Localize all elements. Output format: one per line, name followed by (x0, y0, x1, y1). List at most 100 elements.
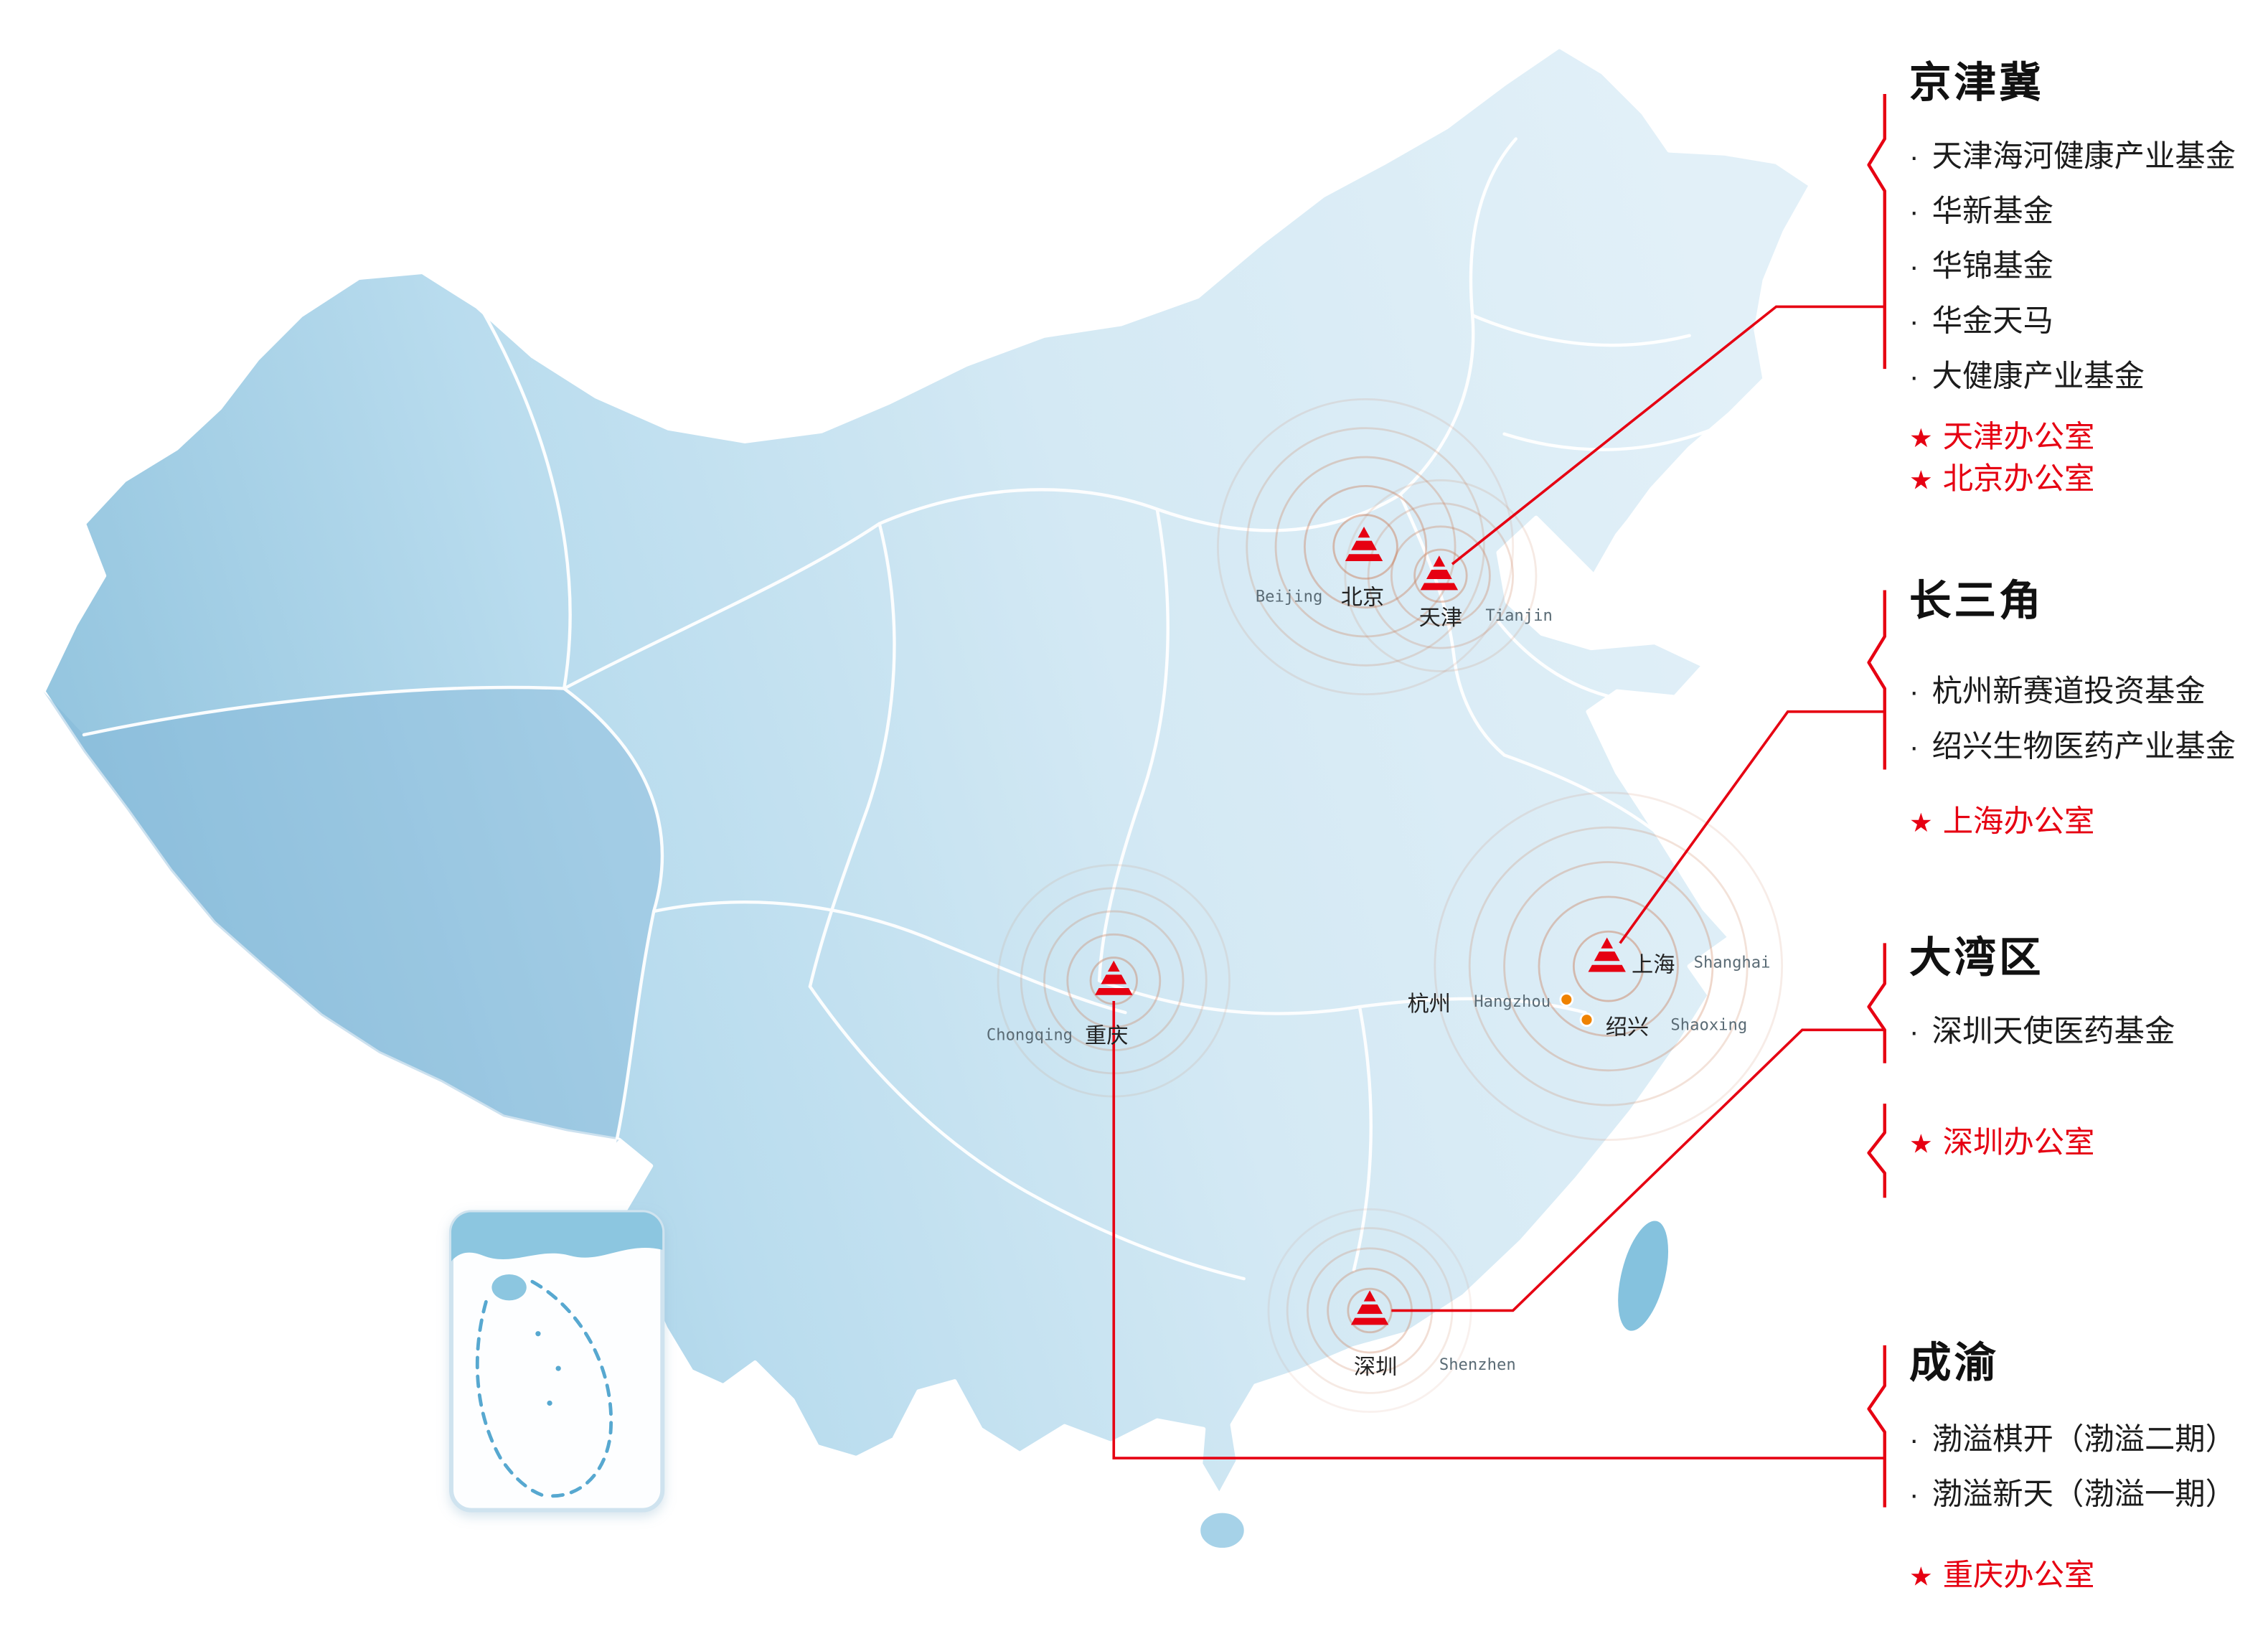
fund-list: · 渤溢棋开（渤溢二期） · 渤溢新天（渤溢一期） (1909, 1414, 2265, 1523)
fund-label: 华金天马 (1931, 305, 2053, 339)
bullet-icon: · (1909, 197, 1919, 229)
nine-dash-line (475, 1279, 613, 1498)
city-label-beijing-cn: 北京 (1340, 587, 1385, 611)
section-brackets (1867, 94, 1886, 1508)
bullet-icon: · (1909, 677, 1919, 709)
bullet-icon: · (1909, 361, 1919, 394)
city-label-shanghai-en: Shanghai (1693, 953, 1771, 972)
office-item: ★ 重庆办公室 (1909, 1555, 2265, 1597)
bullet-icon: · (1909, 251, 1919, 284)
city-label-hangzhou-en: Hangzhou (1474, 992, 1551, 1012)
fund-list: · 天津海河健康产业基金 · 华新基金 · 华锦基金 · 华金天马 ·大健康产业基金 (1909, 130, 2265, 405)
fund-item: · 绍兴生物医药产业基金 (1909, 720, 2265, 776)
region-title: 成渝 (1909, 1340, 2000, 1388)
office-item: ★ 天津办公室 (1909, 417, 2265, 459)
bracket-changsanjiao (1867, 590, 1886, 770)
bullet-icon: · (1909, 1480, 1919, 1512)
bracket-dawanqu-office (1867, 1104, 1886, 1198)
office-label: 天津办公室 (1942, 420, 2095, 455)
south-china-sea-inset (448, 1210, 665, 1513)
fund-label: 渤溢棋开（渤溢二期） (1931, 1423, 2236, 1457)
bullet-icon: · (1909, 1017, 1919, 1049)
connector-changsanjiao (1619, 710, 1885, 944)
connector-chengyu (1112, 1001, 1885, 1459)
city-dot-hangzhou (1559, 992, 1574, 1007)
office-list: ★深圳办公室 (1909, 1122, 2265, 1164)
inset-coastline (451, 1212, 663, 1261)
ripple-tianjin (1344, 479, 1538, 672)
fund-list: · 深圳天使医药基金 (1909, 1005, 2265, 1061)
fund-label: 华新基金 (1931, 195, 2053, 229)
fund-item: · 华新基金 (1909, 185, 2265, 240)
city-label-chongqing-en: Chongqing (986, 1025, 1073, 1045)
fund-item: ·大健康产业基金 (1909, 350, 2265, 405)
region-title: 京津冀 (1909, 60, 2044, 108)
province-borders (82, 137, 1718, 1281)
fund-label: 天津海河健康产业基金 (1931, 140, 2236, 174)
office-list: ★ 重庆办公室 (1909, 1555, 2265, 1597)
bullet-icon: · (1909, 141, 1919, 174)
city-label-hangzhou-cn: 杭州 (1407, 993, 1451, 1017)
office-label: 上海办公室 (1942, 805, 2095, 840)
bracket-chengyu (1867, 1345, 1886, 1508)
region-panel-jingjinji: 京津冀 · 天津海河健康产业基金 · 华新基金 · 华锦基金 · 华金天马 ·大健康产业… (1909, 58, 2265, 501)
fund-label: 华锦基金 (1931, 250, 2053, 284)
region-panel-changsanjiao: 长三角 · 杭州新赛道投资基金 · 绍兴生物医药产业基金 ★ 上海办公室 (1909, 575, 2265, 843)
office-list: ★ 天津办公室 ★ 北京办公室 (1909, 417, 2265, 501)
city-label-shenzhen-en: Shenzhen (1439, 1355, 1516, 1375)
fund-label: 杭州新赛道投资基金 (1931, 675, 2206, 709)
region-panel-chengyu: 成渝 · 渤溢棋开（渤溢二期） · 渤溢新天（渤溢一期） ★ 重庆办公室 (1909, 1338, 2265, 1597)
fund-label: 绍兴生物医药产业基金 (1931, 730, 2236, 764)
office-label: 深圳办公室 (1942, 1127, 2095, 1160)
ripple-beijing (1217, 398, 1515, 696)
city-label-tianjin-en: Tianjin (1485, 606, 1553, 625)
hainan-island (1197, 1510, 1247, 1551)
ripple-shanghai (1434, 791, 1784, 1141)
mainland-shape (41, 44, 1813, 1498)
fund-item: · 华金天马 (1909, 295, 2265, 350)
fund-label: 渤溢新天（渤溢一期） (1931, 1478, 2236, 1512)
office-list: ★ 上海办公室 (1909, 801, 2265, 843)
city-label-shenzhen-cn: 深圳 (1353, 1356, 1398, 1381)
city-label-beijing-en: Beijing (1255, 587, 1323, 606)
bracket-dawanqu-funds (1867, 943, 1886, 1063)
fund-item: · 华锦基金 (1909, 240, 2265, 296)
region-title: 大湾区 (1909, 936, 2044, 982)
office-item: ★ 上海办公室 (1909, 801, 2265, 843)
inset-islands (535, 1331, 561, 1406)
fund-item: · 渤溢新天（渤溢一期） (1909, 1468, 2265, 1523)
star-icon: ★ (1909, 423, 1933, 452)
city-label-shaoxing-cn: 绍兴 (1605, 1017, 1650, 1040)
fund-item: · 深圳天使医药基金 (1909, 1005, 2265, 1061)
city-label-tianjin-cn: 天津 (1418, 607, 1463, 631)
taiwan-island (1615, 1218, 1672, 1334)
city-dot-shaoxing (1579, 1012, 1594, 1028)
bullet-icon: · (1909, 732, 1919, 764)
city-markers (1095, 526, 1626, 1325)
fund-list: · 杭州新赛道投资基金 · 绍兴生物医药产业基金 (1909, 665, 2265, 775)
region-panel-dawanqu: 大湾区 · 深圳天使医药基金 ★深圳办公室 (1909, 933, 2265, 1165)
office-label: 重庆办公室 (1942, 1559, 2095, 1593)
fund-label: 深圳天使医药基金 (1931, 1015, 2175, 1049)
star-icon: ★ (1909, 1561, 1933, 1591)
fund-item: · 渤溢棋开（渤溢二期） (1909, 1414, 2265, 1469)
star-icon: ★ (1909, 465, 1933, 494)
office-label: 北京办公室 (1942, 463, 2095, 497)
connector-jingjinji (1451, 305, 1885, 565)
star-icon: ★ (1909, 807, 1933, 837)
city-label-shaoxing-en: Shaoxing (1670, 1015, 1748, 1035)
bullet-icon: · (1909, 1424, 1919, 1457)
connector-dawanqu (1391, 1028, 1885, 1312)
inset-hainan (491, 1274, 527, 1301)
city-label-chongqing-cn: 重庆 (1084, 1025, 1129, 1049)
office-item: ★ 北京办公室 (1909, 459, 2265, 500)
city-label-shanghai-cn: 上海 (1631, 954, 1675, 978)
connector-lines (1112, 305, 1885, 1459)
bracket-jingjinji (1867, 94, 1886, 370)
office-item: ★深圳办公室 (1909, 1122, 2265, 1164)
fund-item: · 天津海河健康产业基金 (1909, 130, 2265, 185)
region-title: 长三角 (1909, 578, 2044, 625)
bullet-icon: · (1909, 306, 1919, 339)
